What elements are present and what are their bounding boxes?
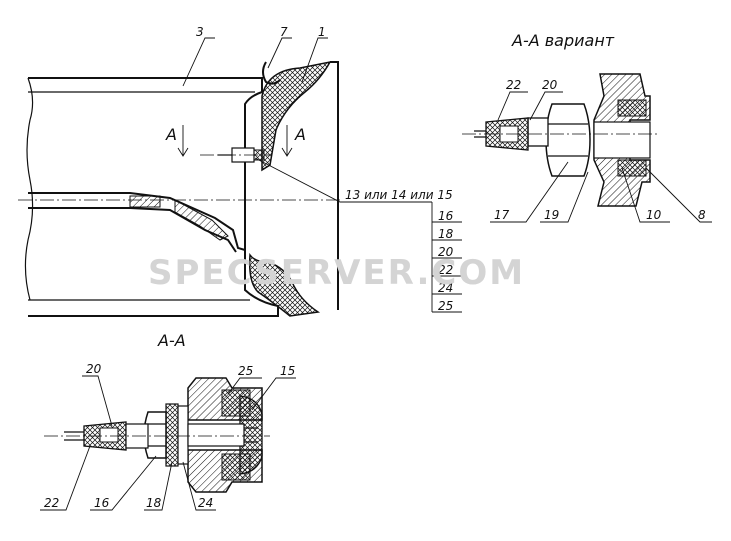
wheel-section-view: A A 3 7 1 13 или 14 или 15 16 18 20 22 2… [18,25,462,317]
section-callout-25: 25 [238,364,253,378]
section-callout-18: 18 [146,496,162,510]
section-marker-right: A [294,125,306,144]
section-callout-24: 24 [198,496,213,510]
variant-callout-22: 22 [506,78,521,92]
section-callout-20: 20 [86,362,102,376]
variant-detail-view: A-A вариант 22 20 17 19 10 8 [462,31,712,223]
watermark: SPECSERVER.COM [148,253,525,293]
section-callout-15: 15 [280,364,295,378]
stack-item: 25 [438,299,453,313]
variant-callout-10: 10 [646,208,662,222]
stack-item: 16 [438,209,454,223]
section-aa-view: A-A 20 25 15 22 16 18 [40,331,296,511]
stack-item: 24 [438,281,453,295]
variant-callout-17: 17 [494,208,510,222]
callout-1: 1 [318,25,326,39]
section-washer-24 [177,405,189,465]
callout-7: 7 [280,25,288,39]
callout-3: 3 [196,25,204,39]
disc-hatch [129,195,161,208]
section-callout-22: 22 [44,496,59,510]
variant-callout-8: 8 [698,208,706,222]
variant-callout-20: 20 [542,78,558,92]
variant-title: A-A вариант [511,31,615,50]
variant-nut [545,103,591,177]
stack-item: 18 [438,227,454,241]
variant-callout-19: 19 [544,208,559,222]
stack-item: 20 [438,245,454,259]
section-title: A-A [157,331,186,350]
stack-item: 22 [438,263,453,277]
tyre-bead-bottom [248,252,321,317]
callout-13-14-15: 13 или 14 или 15 [345,188,453,202]
section-washer-18 [165,403,179,467]
section-callout-16: 16 [94,496,110,510]
parts-stack: 16 18 20 22 24 25 [431,202,462,313]
tyre-bead-top [261,60,332,172]
section-marker-left: A [165,125,177,144]
section-gasket [239,395,263,475]
